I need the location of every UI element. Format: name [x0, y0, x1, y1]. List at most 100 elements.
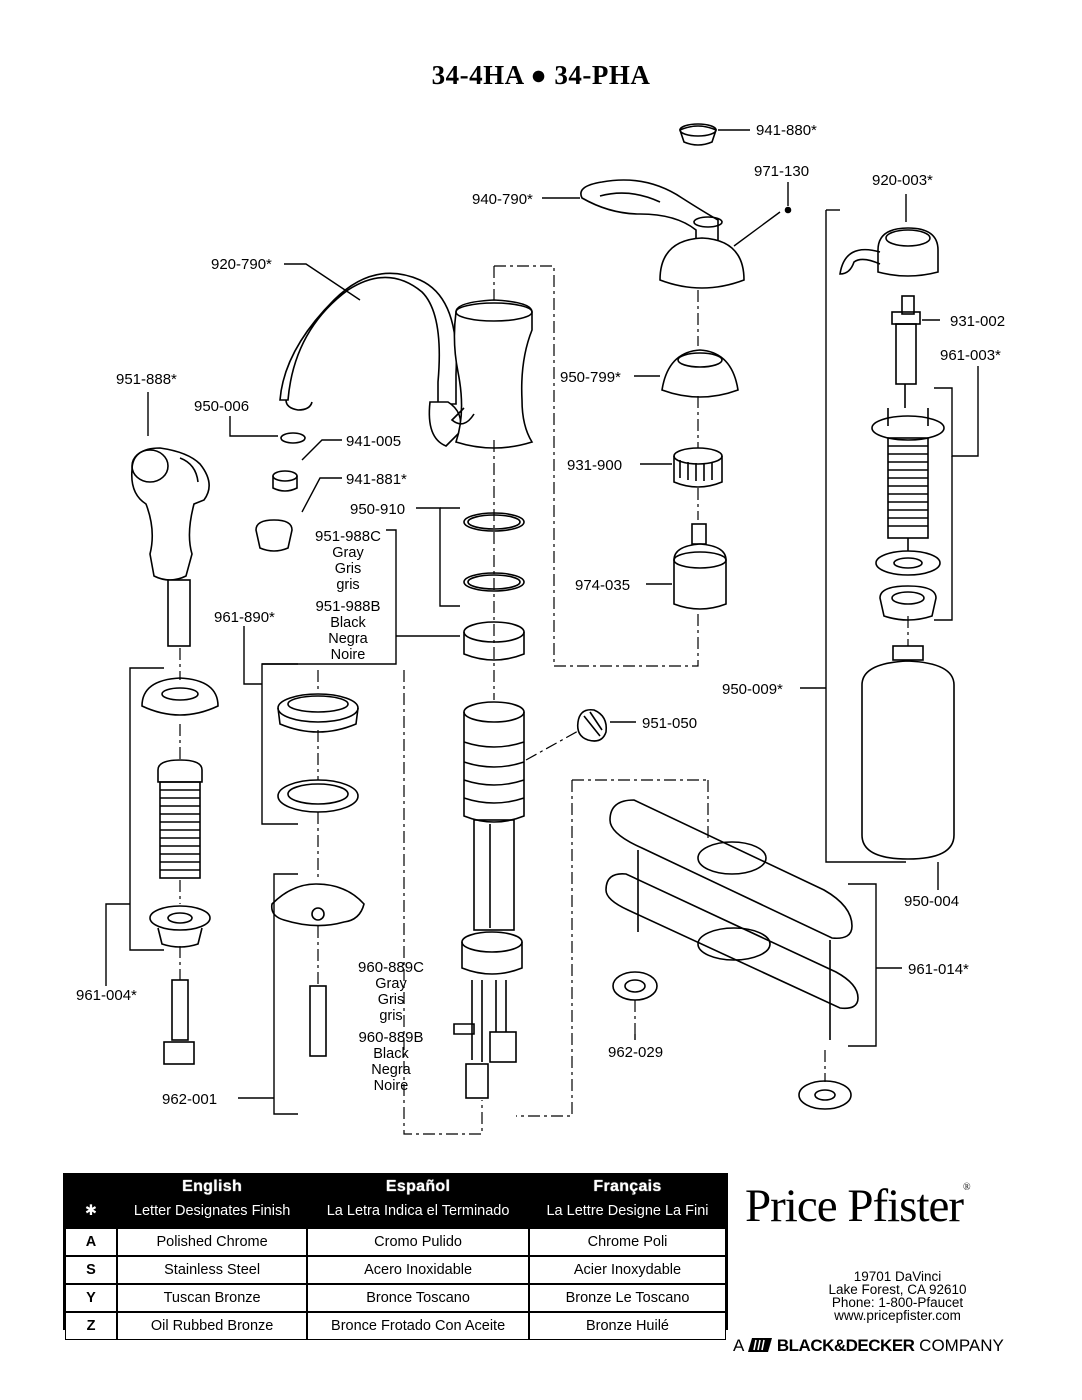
- label-960-889b-negra: Negra: [371, 1062, 411, 1078]
- label-961-890: 961-890*: [214, 609, 275, 626]
- label-941-880: 941-880*: [756, 122, 817, 139]
- label-951-888: 951-888*: [116, 371, 177, 388]
- part-labels: 941-880* 971-130 940-790* 920-003* 920-7…: [76, 122, 1005, 1108]
- finish-code: A: [65, 1228, 117, 1256]
- label-931-002: 931-002: [950, 313, 1005, 330]
- page-title: 34-4HA ● 34-PHA: [431, 60, 651, 90]
- valve-body: [463, 701, 525, 931]
- logo-text: Price Pfister: [745, 1180, 964, 1232]
- asterisk-icon: ✱: [84, 1203, 98, 1219]
- label-931-900: 931-900: [567, 457, 622, 474]
- handle-dome: [659, 237, 745, 289]
- set-screw: [784, 206, 792, 214]
- lever-handle: [580, 179, 723, 261]
- black-decker-hexagon-icon: [748, 1338, 773, 1352]
- header-blank: [65, 1175, 117, 1199]
- nut-951-050: [576, 708, 608, 742]
- label-961-014: 961-014*: [908, 961, 969, 978]
- finish-espanol: Bronce Frotado Con Aceite: [307, 1312, 529, 1340]
- label-951-988b-negra: Negra: [328, 631, 368, 647]
- subheader-row: ✱ Letter Designates Finish La Letra Indi…: [65, 1199, 726, 1223]
- washer-950-006: [280, 432, 306, 444]
- label-951-988c: 951-988C: [315, 528, 381, 545]
- label-951-050: 951-050: [642, 715, 697, 732]
- label-960-889c-gris-fr: gris: [379, 1008, 402, 1024]
- pump-shank: [871, 408, 945, 621]
- sprayer-nut: [149, 905, 211, 948]
- table-row: Z Oil Rubbed Bronze Bronce Frotado Con A…: [65, 1312, 726, 1340]
- label-951-988b: 951-988B: [315, 598, 380, 615]
- label-940-790: 940-790*: [472, 191, 533, 208]
- table-row: S Stainless Steel Acero Inoxidable Acier…: [65, 1256, 726, 1284]
- subheader-francais: La Lettre Designe La Fini: [546, 1203, 709, 1219]
- company-address: 19701 DaVinci Lake Forest, CA 92610 Phon…: [790, 1270, 1005, 1323]
- label-920-003: 920-003*: [872, 172, 933, 189]
- leader-lines: [105, 129, 979, 1115]
- finish-code: S: [65, 1256, 117, 1284]
- label-960-889c-gris: Gris: [378, 992, 405, 1008]
- subheader-english: Letter Designates Finish: [133, 1203, 291, 1219]
- address-website: www.pricepfister.com: [834, 1308, 961, 1323]
- company-brand: BLACK&DECKER: [776, 1336, 915, 1355]
- finish-english: Stainless Steel: [117, 1256, 308, 1284]
- label-971-130: 971-130: [754, 163, 809, 180]
- label-951-988b-black: Black: [330, 615, 366, 631]
- label-950-910: 950-910: [350, 501, 405, 518]
- label-951-988c-gris-fr: gris: [336, 577, 359, 593]
- aerator-housing: [255, 519, 293, 552]
- finish-code: Z: [65, 1312, 117, 1340]
- label-950-799: 950-799*: [560, 369, 621, 386]
- brand-logo-block: Price Pfister®: [745, 1183, 1020, 1230]
- finish-francais: Bronze Huilé: [529, 1312, 726, 1340]
- finish-table: English Español Français ✱ Letter Design…: [63, 1173, 728, 1340]
- escutcheon-gasket: [277, 779, 359, 813]
- label-960-889b-noire: Noire: [374, 1078, 409, 1094]
- escutcheon-ring-top: [277, 693, 359, 733]
- faucet-body: [450, 299, 534, 449]
- finish-espanol: Bronce Toscano: [307, 1284, 529, 1312]
- label-951-988c-gris: Gris: [335, 561, 362, 577]
- company-prefix: A: [733, 1336, 744, 1355]
- handle-cap: [679, 123, 717, 146]
- cartridge: [673, 523, 727, 610]
- address-phone: Phone: 1-800-Pfaucet: [831, 1295, 964, 1310]
- sprayer-hose: [163, 979, 195, 1065]
- finish-francais: Chrome Poli: [529, 1228, 726, 1256]
- finish-english: Tuscan Bronze: [117, 1284, 308, 1312]
- label-961-003: 961-003*: [940, 347, 1001, 364]
- label-941-881: 941-881*: [346, 471, 407, 488]
- finish-english: Oil Rubbed Bronze: [117, 1312, 308, 1340]
- header-francais: Français: [593, 1178, 662, 1195]
- black-decker-company-line: A BLACK&DECKER COMPANY: [733, 1336, 1023, 1356]
- price-pfister-logo: Price Pfister®: [745, 1183, 1020, 1230]
- registered-mark: ®: [963, 1182, 971, 1193]
- exploded-parts-diagram: 941-880* 971-130 940-790* 920-003* 920-7…: [76, 122, 1005, 1135]
- label-960-889b: 960-889B: [358, 1029, 423, 1046]
- locknut: [461, 931, 523, 975]
- label-951-988b-noire: Noire: [331, 647, 366, 663]
- mounting-bracket: [270, 883, 365, 927]
- finish-english: Polished Chrome: [117, 1228, 308, 1256]
- label-974-035: 974-035: [575, 577, 630, 594]
- finish-francais: Bronze Le Toscano: [529, 1284, 726, 1312]
- label-962-001: 962-001: [162, 1091, 217, 1108]
- label-920-790: 920-790*: [211, 256, 272, 273]
- deck-plate: [605, 799, 859, 1040]
- address-city: Lake Forest, CA 92610: [828, 1282, 967, 1297]
- cap-dome: [661, 349, 739, 398]
- bonnet-nut: [673, 447, 723, 488]
- label-962-029: 962-029: [608, 1044, 663, 1061]
- label-960-889b-black: Black: [373, 1046, 409, 1062]
- gasket-962-029: [612, 971, 658, 1001]
- subheader-espanol: La Letra Indica el Terminado: [326, 1203, 510, 1219]
- table-row: A Polished Chrome Cromo Pulido Chrome Po…: [65, 1228, 726, 1256]
- label-950-004: 950-004: [904, 893, 959, 910]
- assembly-lines: [179, 265, 909, 1135]
- finish-code: Y: [65, 1284, 117, 1312]
- spout: [279, 272, 462, 447]
- header-english: English: [182, 1178, 243, 1195]
- deck-nut-bottom: [798, 1080, 852, 1110]
- sprayer-shank: [157, 759, 203, 879]
- supply-lines: [453, 980, 517, 1099]
- label-960-889c: 960-889C: [358, 959, 424, 976]
